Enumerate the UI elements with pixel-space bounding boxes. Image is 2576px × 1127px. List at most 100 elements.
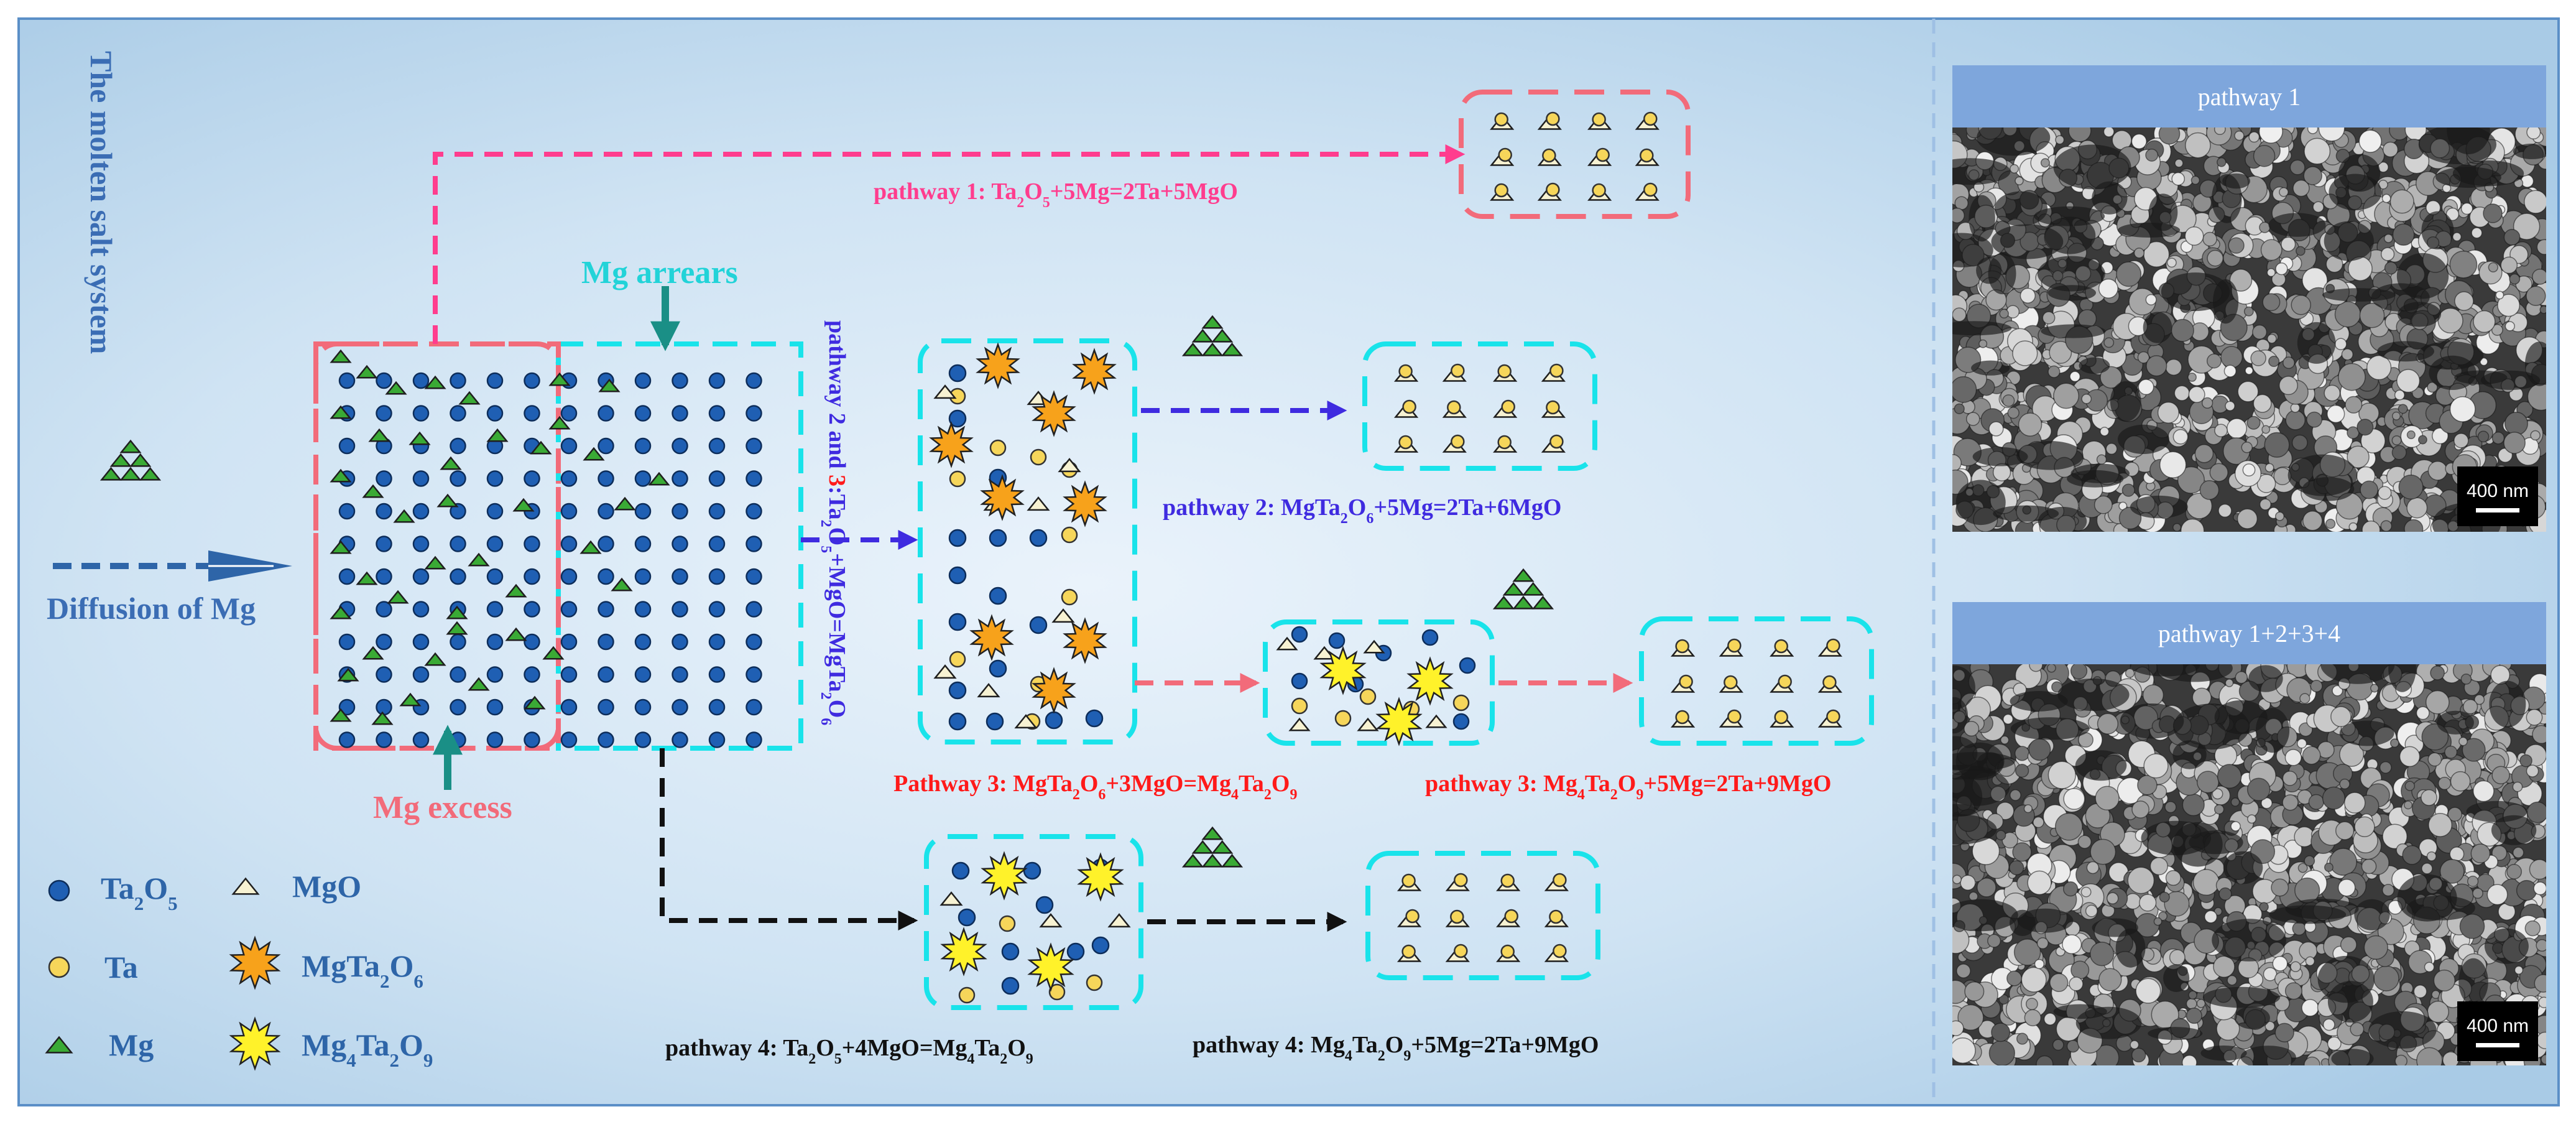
sem-grain xyxy=(2246,415,2261,430)
sem-pore xyxy=(2016,441,2084,470)
sem-grain xyxy=(2100,427,2110,437)
sem-grain xyxy=(2472,888,2483,899)
sem-grain xyxy=(2225,401,2235,411)
sem-grain xyxy=(2013,939,2041,966)
ta2o5-particle xyxy=(708,731,726,748)
sem-grain xyxy=(2138,379,2154,396)
sem-grain xyxy=(2380,520,2393,532)
sem-grain xyxy=(2204,910,2218,924)
scale-bar-line-1 xyxy=(2476,508,2519,512)
sem-grain xyxy=(2307,128,2319,134)
mg-particle xyxy=(356,364,378,379)
mg-particle xyxy=(1221,342,1244,356)
ta-particle xyxy=(1500,944,1515,959)
ta2o5-particle xyxy=(450,536,466,552)
ta-particle xyxy=(1504,909,1518,924)
mg-particle xyxy=(1201,342,1224,356)
text-span: Ta xyxy=(783,1035,808,1061)
sem-grain xyxy=(2080,886,2092,897)
text-span: +4MgO=Mg xyxy=(842,1035,967,1061)
sem-grain xyxy=(2171,172,2186,186)
text-span: 4 xyxy=(1231,787,1239,803)
text-span: +5Mg=2Ta+6MgO xyxy=(1373,494,1561,521)
ta-particle xyxy=(1451,434,1465,449)
text-span: 2 xyxy=(1610,787,1618,803)
sem-pore xyxy=(2458,958,2488,1005)
mgo-particle xyxy=(1288,717,1311,731)
pathway-4-product-box xyxy=(1365,851,1600,980)
ta2o5-particle xyxy=(708,372,726,389)
sem-pore xyxy=(2234,1006,2270,1029)
sem-grain xyxy=(2043,1013,2057,1026)
mg-particle xyxy=(393,509,415,523)
pathway-4b-equation: pathway 4: Mg4Ta2O9+5Mg=2Ta+9MgO xyxy=(1193,1032,1599,1064)
mg-particle xyxy=(99,466,122,481)
text-span: 2 xyxy=(1378,1048,1385,1064)
ta2o5-particle xyxy=(486,536,504,552)
sem-grain xyxy=(2427,752,2442,767)
ta2o5-particle xyxy=(486,633,504,651)
text-span: Ta xyxy=(356,1027,390,1062)
mgta2o6-particle xyxy=(1032,390,1076,437)
sem-grain xyxy=(2318,128,2345,142)
sem-grain xyxy=(2172,429,2189,445)
sem-grain xyxy=(2274,511,2285,521)
sem-grain xyxy=(2100,366,2123,389)
ta2o5-particle xyxy=(450,568,466,585)
sem-grain xyxy=(2382,823,2407,850)
ta2o5-particle xyxy=(634,470,652,487)
text-span: O xyxy=(389,948,413,983)
text-span: 2 xyxy=(808,1051,816,1067)
ta2o5-particle xyxy=(598,633,614,651)
ta2o5-particle xyxy=(486,601,504,618)
text-span: 5 xyxy=(168,893,178,914)
sem-grain xyxy=(2354,816,2375,837)
ta2o5-particle xyxy=(450,666,466,683)
text-span: pathway 2 and xyxy=(824,320,850,475)
mg-particle xyxy=(1512,595,1535,610)
sem-grain xyxy=(2322,786,2345,810)
sem-grain xyxy=(2266,333,2277,344)
sem-grain xyxy=(2370,684,2379,693)
ta2o5-particle xyxy=(672,601,688,618)
ta2o5-particle xyxy=(634,731,652,748)
sem-grain xyxy=(2360,480,2379,499)
sem-pore xyxy=(2110,381,2141,422)
mgta2o6-particle xyxy=(980,474,1025,521)
sem-pore xyxy=(1971,360,2010,376)
ta2o5-particle xyxy=(1029,529,1048,547)
ta2o5-particle xyxy=(634,601,652,618)
sem-grain xyxy=(2007,407,2020,419)
text-span: 2 xyxy=(389,1049,399,1071)
text-span: Ta xyxy=(991,179,1017,205)
text-span: 2 xyxy=(134,893,144,914)
sem-grain xyxy=(1996,802,2015,820)
sem-grain xyxy=(2302,746,2321,765)
sem-grain xyxy=(2462,738,2486,762)
mg-particle xyxy=(530,440,552,455)
text-span: 4 xyxy=(1345,1048,1352,1064)
sem-pore xyxy=(2397,874,2457,922)
ta2o5-particle xyxy=(708,536,726,552)
ta-particle xyxy=(1675,710,1689,725)
sem-grain xyxy=(2081,393,2092,404)
ta2o5-particle xyxy=(598,601,614,618)
sem-grain xyxy=(2450,771,2471,792)
sem-grain xyxy=(2289,159,2306,175)
mgo-particle xyxy=(939,891,963,906)
sem-grain xyxy=(2130,1040,2140,1050)
sem-grain xyxy=(2491,324,2503,336)
sem-grain xyxy=(2174,385,2190,401)
mg-particle xyxy=(109,453,132,467)
sem-grain xyxy=(2127,866,2155,894)
ta2o5-particle xyxy=(598,437,614,455)
sem-grain xyxy=(2033,816,2044,828)
sem-grain xyxy=(2327,404,2345,424)
sem-grain xyxy=(2439,859,2465,884)
sem-grain xyxy=(2529,859,2546,880)
ta-particle xyxy=(1553,873,1567,888)
text-span: pathway 1: xyxy=(874,179,991,205)
sem-grain xyxy=(2335,821,2355,840)
pathway-1-arrow xyxy=(433,144,1466,344)
